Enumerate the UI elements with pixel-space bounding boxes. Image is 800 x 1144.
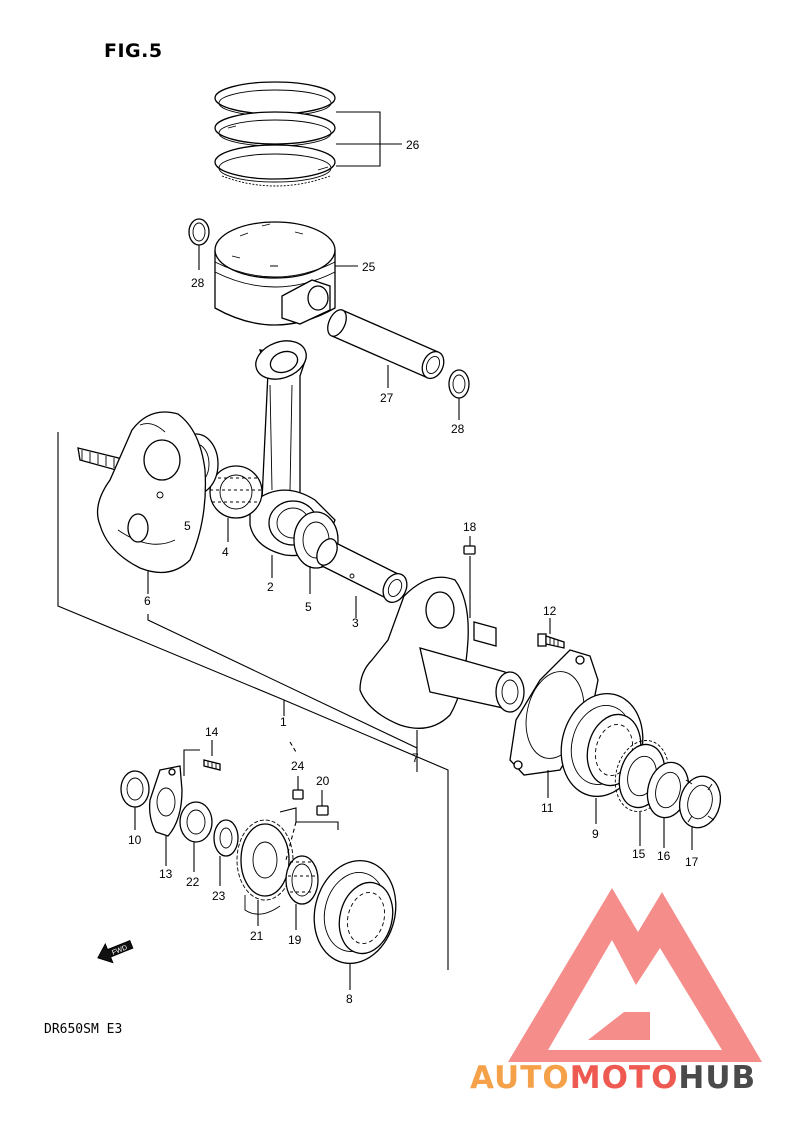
screw-14 <box>203 759 221 771</box>
callout-26: 26 <box>406 138 420 152</box>
woodruff-key <box>463 545 476 555</box>
model-code: DR650SM E3 <box>44 1022 123 1037</box>
fwd-arrow-icon: FWD <box>97 940 134 964</box>
watermark-text: AUTOMOTOHUB <box>470 1060 756 1096</box>
callout-7: 7 <box>412 751 419 765</box>
callout-1: 1 <box>280 715 287 729</box>
callout-12: 12 <box>543 604 557 618</box>
watermark-part-moto: MOTO <box>569 1060 679 1096</box>
piston-rings <box>214 81 336 187</box>
callout-11: 11 <box>541 801 554 815</box>
callout-5-left: 5 <box>184 519 191 533</box>
callout-2: 2 <box>267 580 274 594</box>
callout-15: 15 <box>632 847 646 861</box>
crank-pin-bearing <box>209 465 263 519</box>
piston-pin-circlip-left <box>188 218 210 246</box>
watermark-logo-icon <box>508 888 762 1062</box>
callout-14: 14 <box>205 725 219 739</box>
crankshaft-left <box>77 411 207 574</box>
callout-17: 17 <box>685 855 699 869</box>
crank-pin <box>316 538 408 603</box>
callout-3: 3 <box>352 616 359 630</box>
spacer-22 <box>179 801 213 843</box>
callout-24: 24 <box>291 759 305 773</box>
piston-pin-circlip-right <box>448 369 470 399</box>
seal-retainer <box>148 765 183 837</box>
piston <box>214 221 336 326</box>
fwd-label: FWD <box>111 944 128 956</box>
callout-18: 18 <box>463 520 477 534</box>
key-24 <box>292 789 304 800</box>
bolt-12 <box>537 633 565 649</box>
callout-23: 23 <box>212 889 226 903</box>
callout-16: 16 <box>657 849 671 863</box>
callout-28-right: 28 <box>451 422 465 436</box>
piston-pin <box>327 309 445 380</box>
balancer-drive-gear <box>236 819 294 915</box>
callout-28-left: 28 <box>191 276 205 290</box>
callout-8: 8 <box>346 992 353 1006</box>
crankshaft-bearing-left <box>313 859 397 965</box>
figure-title: FIG.5 <box>104 40 163 62</box>
oil-seal <box>120 770 150 808</box>
crankshaft-nut <box>678 775 722 829</box>
callout-10: 10 <box>128 833 142 847</box>
callout-22: 22 <box>186 875 200 889</box>
drive-gear-spacer <box>646 761 690 819</box>
callout-6: 6 <box>144 594 151 608</box>
key-20 <box>316 805 329 816</box>
callout-20: 20 <box>316 774 330 788</box>
watermark-part-auto: AUTO <box>470 1060 570 1096</box>
callout-25: 25 <box>362 260 376 274</box>
callout-13: 13 <box>159 867 173 881</box>
crankshaft-right <box>359 576 525 729</box>
washer-23 <box>213 819 239 857</box>
watermark-part-hub: HUB <box>678 1060 757 1096</box>
callout-5-right: 5 <box>305 600 312 614</box>
callout-27: 27 <box>380 391 394 405</box>
callout-19: 19 <box>288 933 302 947</box>
callout-9: 9 <box>592 827 599 841</box>
bearing-retainer-plate <box>509 649 599 776</box>
callout-4: 4 <box>222 545 229 559</box>
callout-21: 21 <box>250 929 264 943</box>
balancer-bearing <box>285 855 319 905</box>
